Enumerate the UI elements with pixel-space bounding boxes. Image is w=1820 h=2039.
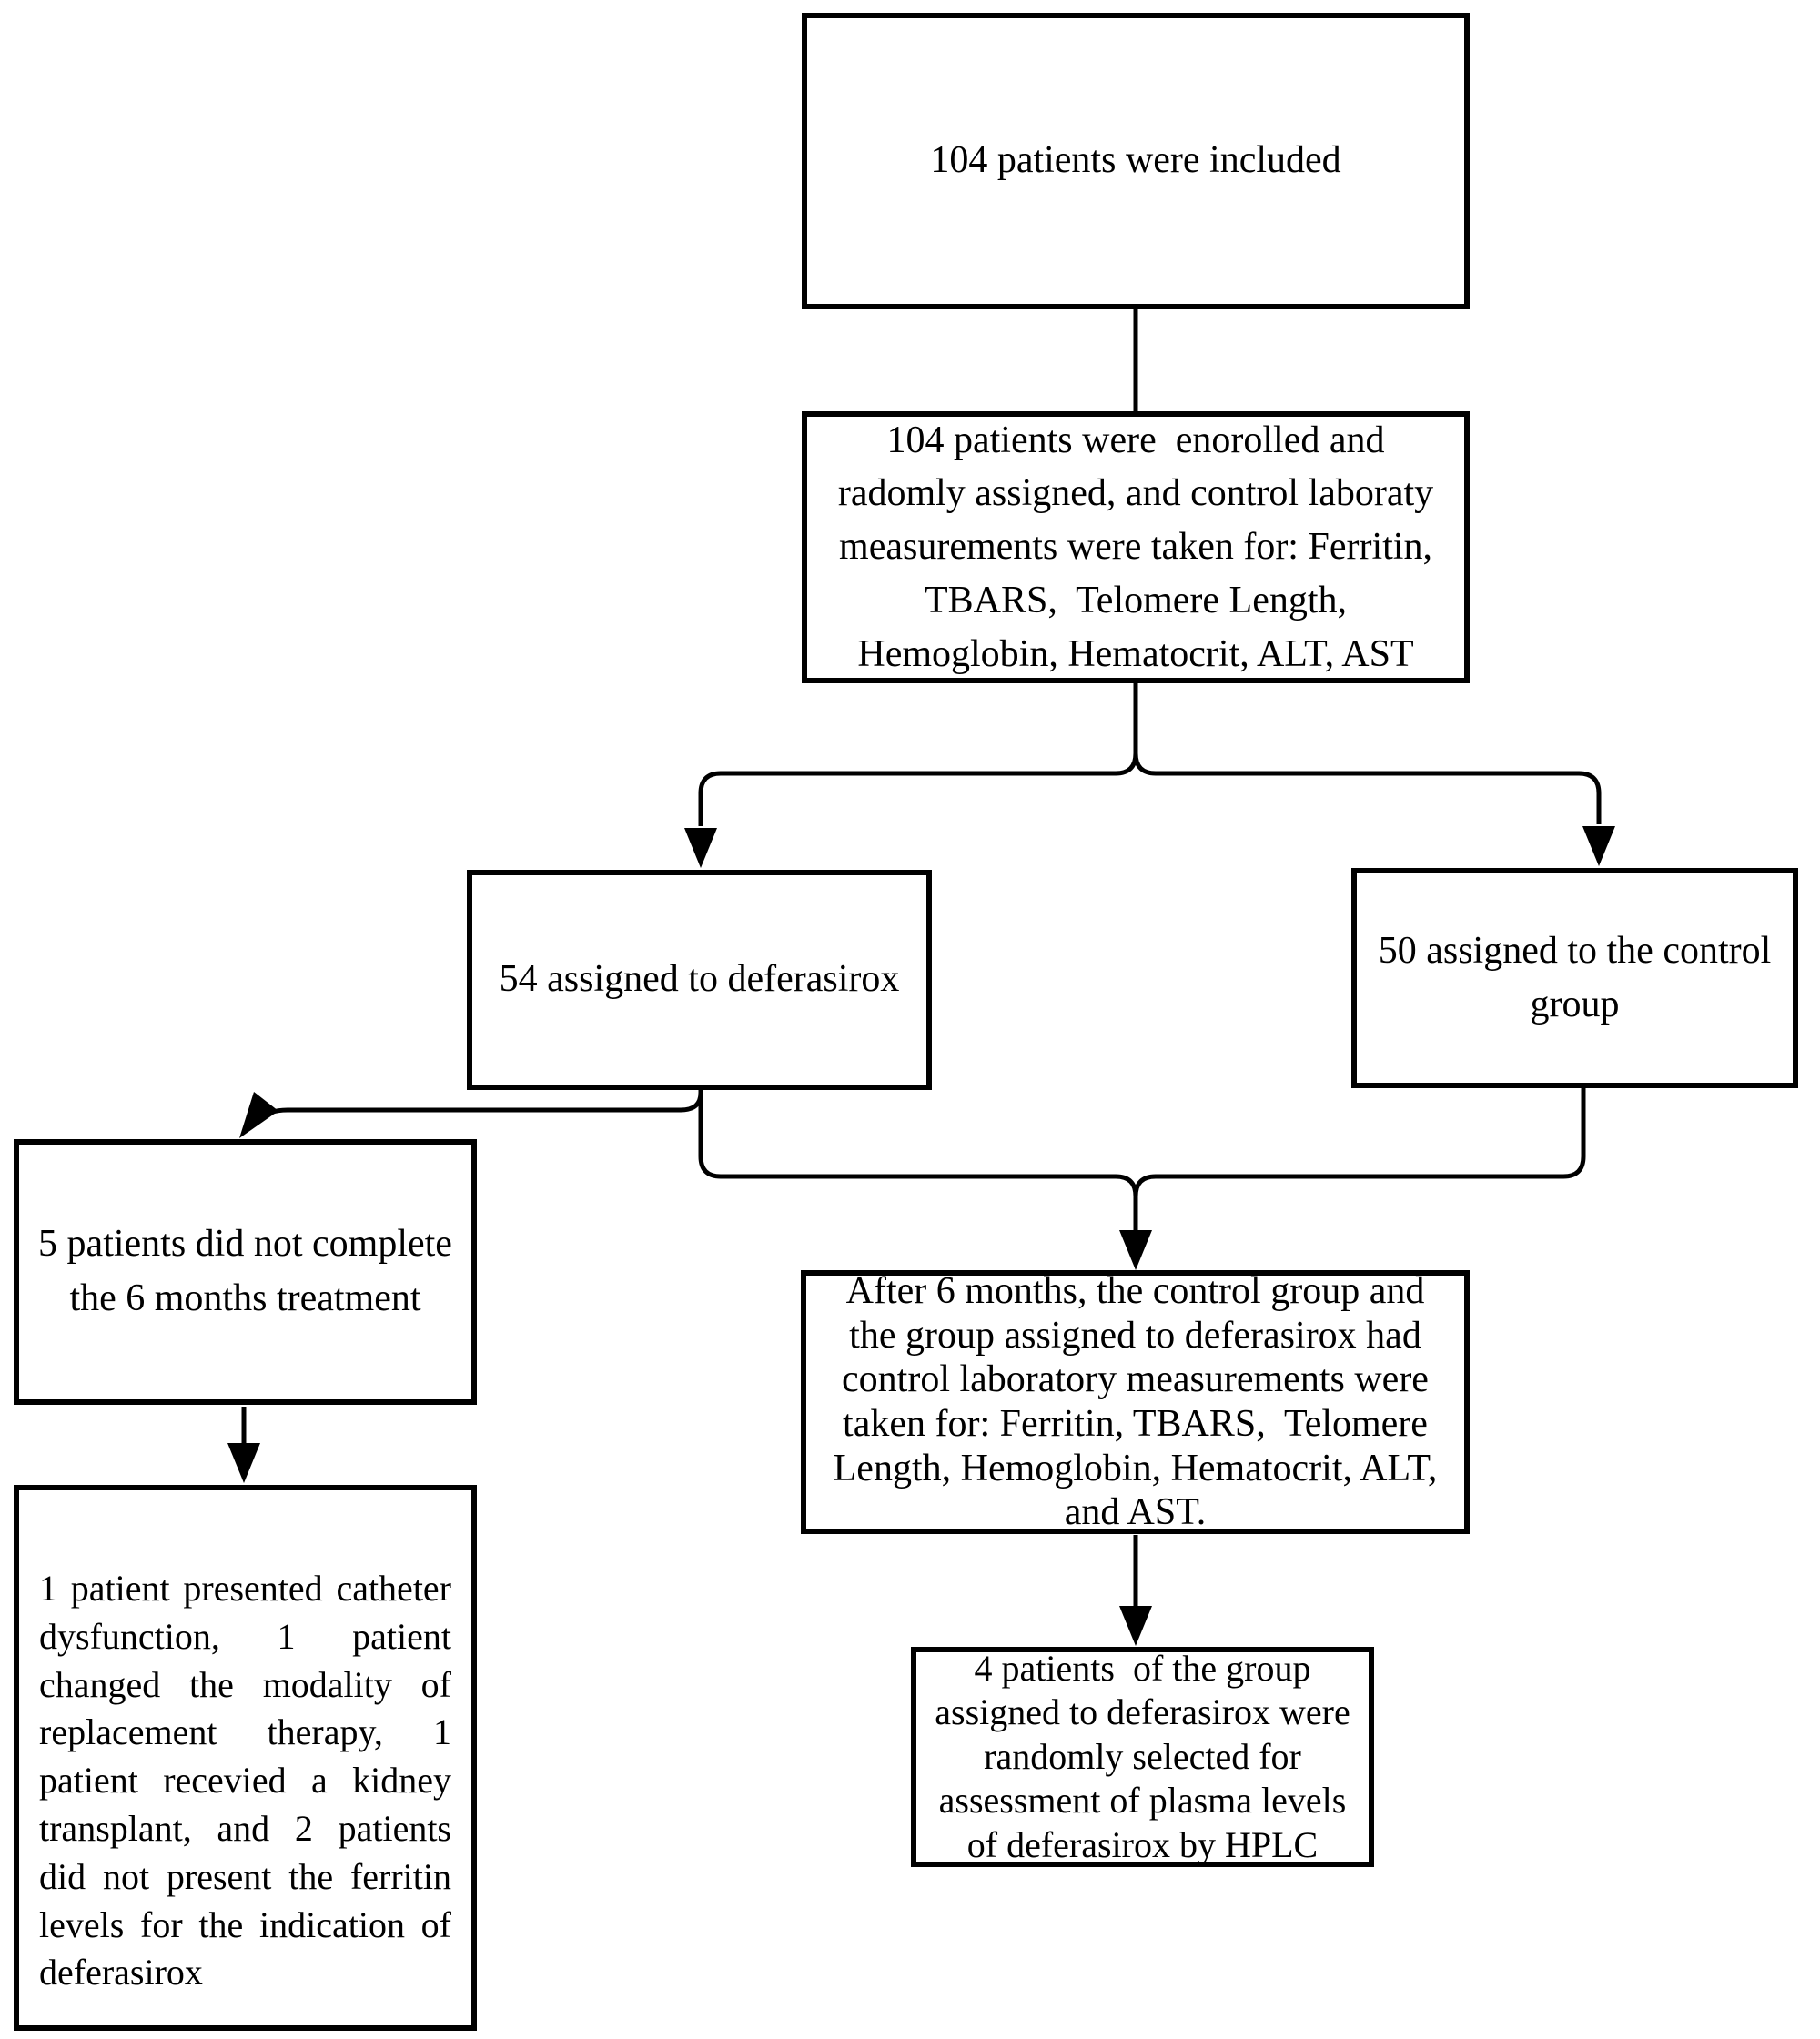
- box-patients-included: 104 patients were included: [802, 13, 1470, 309]
- box-dropout-reasons-text: 1 patient presented catheter dysfunction,…: [39, 1565, 451, 1997]
- arrowhead-deferasirox: [684, 828, 717, 868]
- box-patients-enrolled-text: 104 patients were enorolled and radomly …: [837, 419, 1434, 675]
- arrowhead-hplc: [1119, 1606, 1152, 1646]
- justified-line: changed the modality of: [39, 1663, 451, 1705]
- box-not-completed-text: 5 patients did not complete the 6 months…: [38, 1223, 452, 1319]
- box-not-completed: 5 patients did not complete the 6 months…: [14, 1139, 477, 1405]
- box-six-months-followup-text: After 6 months, the control group and th…: [833, 1269, 1438, 1534]
- connector-enrolled-to-deferasirox: [698, 683, 1138, 826]
- justified-line: did not present the ferritin: [39, 1855, 451, 1897]
- connector-deferasirox-to-sixmonths: [698, 1090, 1138, 1231]
- justified-line: transplant, and 2 patients: [39, 1807, 451, 1849]
- connector-enrolled-to-control: [1133, 683, 1602, 824]
- arrowhead-control: [1582, 826, 1615, 866]
- box-patients-enrolled: 104 patients were enorolled and radomly …: [802, 411, 1470, 683]
- box-deferasirox-group: 54 assigned to deferasirox: [467, 870, 932, 1090]
- justified-line: deferasirox: [39, 1952, 203, 1994]
- box-patients-included-text: 104 patients were included: [930, 139, 1341, 182]
- justified-line: patient recevied a kidney: [39, 1760, 451, 1802]
- box-control-group-text: 50 assigned to the control group: [1378, 930, 1772, 1025]
- box-hplc-subgroup-text: 4 patients of the group assigned to defe…: [935, 1648, 1350, 1865]
- connector-control-to-sixmonths: [1133, 1088, 1586, 1197]
- justified-line: replacement therapy, 1: [39, 1711, 451, 1753]
- justified-line: levels for the indication of: [39, 1903, 451, 1945]
- box-deferasirox-group-text: 54 assigned to deferasirox: [499, 958, 900, 1001]
- arrowhead-sixmonths: [1119, 1230, 1152, 1270]
- arrowhead-dropout: [239, 1092, 278, 1138]
- box-dropout-reasons: 1 patient presented catheter dysfunction,…: [14, 1485, 477, 2031]
- arrowhead-reasons: [228, 1443, 260, 1483]
- box-control-group: 50 assigned to the control group: [1351, 868, 1798, 1088]
- connector-deferasirox-to-dropout: [258, 1090, 703, 1122]
- box-hplc-subgroup: 4 patients of the group assigned to defe…: [911, 1647, 1374, 1867]
- justified-line: dysfunction, 1 patient: [39, 1615, 451, 1657]
- justified-line: 1 patient presented catheter: [39, 1568, 451, 1609]
- box-six-months-followup: After 6 months, the control group and th…: [801, 1270, 1470, 1534]
